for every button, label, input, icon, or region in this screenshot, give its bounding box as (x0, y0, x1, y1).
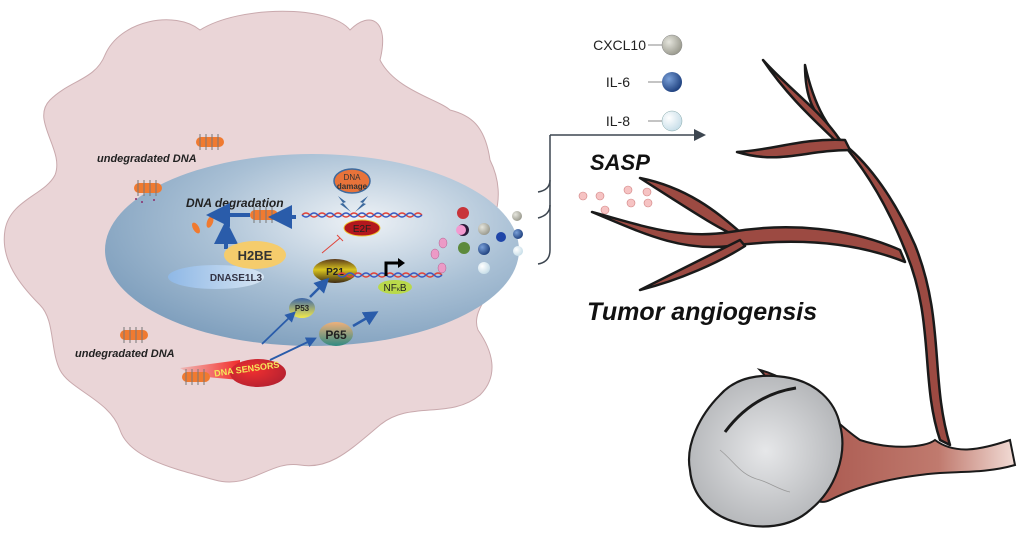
sensors-to-p65-arrow (269, 337, 317, 361)
legend-label-il6: IL-6 (606, 74, 630, 90)
dna-damage-badge (333, 168, 371, 194)
nfkb-label: NFκB (383, 283, 406, 294)
tumor-angiogenesis-label: Tumor angiogensis (587, 298, 817, 326)
legend-label-il8: IL-8 (606, 113, 630, 129)
h2be-label: H2BE (238, 248, 273, 263)
nucleus (105, 154, 519, 346)
p53-to-p21-arrow (309, 277, 330, 298)
nfkb-protein (378, 280, 412, 294)
h2be-protein (224, 241, 286, 269)
legend-swatch-il6 (662, 72, 682, 92)
dna-helix-nfkb (337, 272, 443, 278)
p53-label: P53 (295, 304, 310, 313)
p65-protein (319, 322, 353, 346)
lightning-icon (338, 196, 368, 212)
p65-to-nfkb-arrow (352, 311, 379, 328)
dna-degradation-label: DNA degradation (186, 196, 284, 210)
dna-damage-label-line2: damage (337, 182, 368, 191)
blood-vessel-tree (590, 58, 952, 447)
nucleosome-cluster-icon (120, 327, 148, 343)
dnase1l3-label: DNASE1L3 (210, 273, 263, 284)
sasp-particles (578, 185, 653, 215)
transcription-start-icon (384, 258, 405, 276)
dna-damage-label-line1: DNA (344, 173, 362, 182)
p65-label: P65 (325, 328, 347, 342)
sasp-label: SASP (590, 150, 650, 175)
dna-sensors-complex (180, 359, 286, 387)
tumor-texture (719, 449, 791, 493)
nucleosome-cluster-icon (196, 134, 224, 150)
cytokine-particles (456, 207, 523, 274)
e2f-protein (343, 219, 381, 237)
dnase1l3-protein (168, 265, 264, 289)
mrna-particles (430, 237, 448, 274)
sensors-to-p53-arrow (261, 311, 296, 345)
legend-swatch-il8 (661, 110, 683, 132)
tumor-feeding-vessel (723, 386, 797, 433)
cytokine-legend: CXCL10 IL-6 IL-8 (593, 34, 683, 132)
inhibition-line (321, 234, 344, 254)
dna-helix-e2f (301, 212, 423, 218)
secretion-bracket (537, 129, 706, 265)
legend-swatch-cxcl10 (661, 34, 683, 56)
p21-label: P21 (326, 267, 344, 278)
e2f-label: E2F (353, 224, 371, 235)
undegraded-dna-label-top: undegradated DNA (97, 153, 197, 165)
tumor-mass (687, 374, 844, 528)
legend-label-cxcl10: CXCL10 (593, 37, 646, 53)
p21-protein (313, 259, 357, 283)
nucleosome-cluster-icon (134, 180, 162, 203)
undegraded-dna-label-bottom: undegradated DNA (75, 348, 175, 360)
